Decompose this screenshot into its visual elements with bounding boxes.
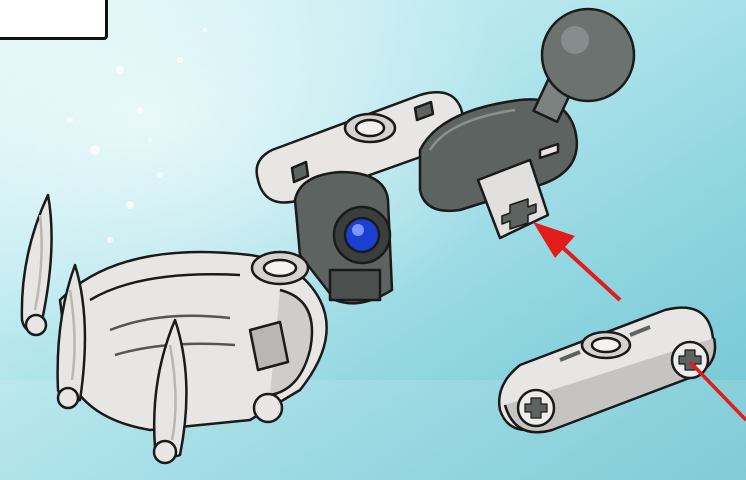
claw-body-part — [58, 250, 328, 432]
claw-teeth — [20, 193, 188, 465]
bubbles — [67, 28, 207, 243]
upper-beam-part — [255, 91, 465, 204]
pin-connector-part — [293, 170, 394, 305]
beam-liftarm-part-icon — [497, 306, 717, 434]
gray-connector-part — [418, 7, 636, 240]
insert-arrow-icon — [533, 222, 746, 422]
step-frame-icon — [0, 0, 108, 40]
